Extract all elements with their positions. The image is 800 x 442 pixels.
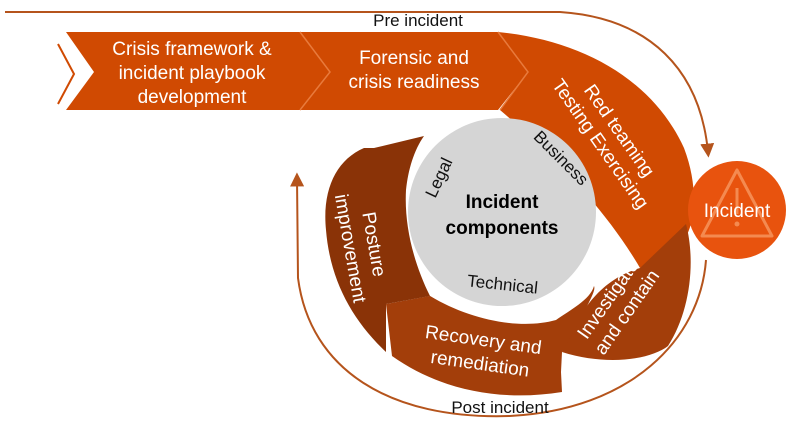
warning-triangle-icon [700, 168, 774, 238]
separator-1 [299, 31, 331, 111]
separator-2 [497, 31, 529, 111]
stage-forensic [300, 32, 528, 110]
svg-text:components: components [446, 218, 559, 239]
svg-text:development: development [138, 87, 248, 108]
svg-text:crisis readiness: crisis readiness [349, 72, 480, 93]
svg-text:Incident: Incident [466, 192, 540, 213]
incident-components-title: Incident components [446, 192, 559, 239]
svg-text:Crisis framework &: Crisis framework & [112, 39, 272, 60]
incident-components-circle [408, 118, 596, 306]
post-incident-arrow [290, 172, 707, 418]
pre-incident-label: Pre incident [373, 11, 463, 30]
svg-text:Forensic and: Forensic and [359, 48, 469, 69]
stage-investigate [562, 224, 691, 360]
forensic-text: Forensic and crisis readiness [349, 48, 480, 93]
pre-incident-arrow [5, 11, 715, 158]
stage-recovery-fill [386, 296, 562, 396]
stage-red-teaming [498, 32, 694, 268]
start-chevron [57, 43, 76, 105]
svg-text:incident playbook: incident playbook [119, 63, 266, 84]
crisis-framework-text: Crisis framework & incident playbook dev… [112, 39, 272, 108]
incident-label: Incident [704, 201, 771, 222]
stage-crisis-framework [66, 32, 330, 110]
stage-posture [325, 136, 430, 352]
post-incident-label: Post incident [451, 398, 549, 417]
